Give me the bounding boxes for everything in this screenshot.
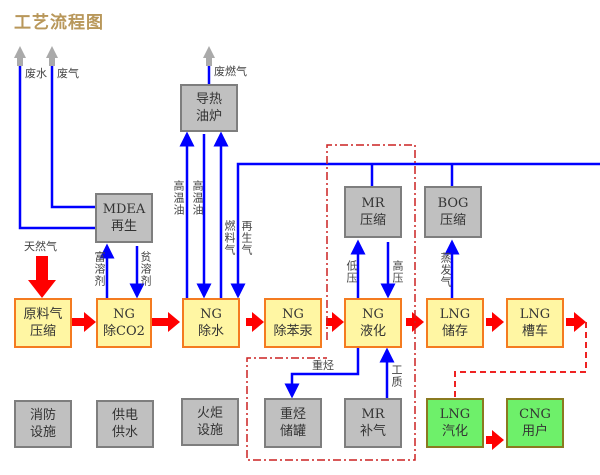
box-heat-oil-furnace[interactable]: 导热油炉 — [180, 84, 238, 132]
label-lean-solvent: 贫溶剂 — [139, 251, 152, 287]
main-flow-arrows — [28, 256, 586, 450]
exhaust-arrows — [14, 46, 215, 66]
box-heavy-hc-tank[interactable]: 重烃储罐 — [264, 398, 322, 448]
label-regen-gas: 再生气 — [240, 220, 253, 256]
box-flare[interactable]: 火炬设施 — [181, 398, 239, 446]
label-fuel-gas: 燃料气 — [223, 220, 236, 256]
label-waste-water: 废水 — [25, 67, 47, 80]
box-power-water[interactable]: 供电供水 — [96, 400, 154, 448]
label-hot-oil-2: 高温油 — [191, 180, 204, 216]
label-boil-off: 蒸发气 — [439, 252, 452, 288]
label-working-fluid: 工质 — [390, 364, 403, 388]
utility-lines — [18, 66, 600, 399]
label-hot-oil-1: 高温油 — [172, 180, 185, 216]
label-high-pressure: 高压 — [391, 260, 404, 284]
label-natural-gas: 天然气 — [24, 240, 57, 253]
box-fire-protection[interactable]: 消防设施 — [14, 400, 72, 448]
page-title: 工艺流程图 — [14, 13, 104, 33]
lng-transport-dashed — [454, 322, 587, 398]
label-waste-fuel-gas: 废燃气 — [214, 65, 247, 78]
label-waste-gas: 废气 — [57, 67, 79, 80]
label-rich-solvent: 富溶剂 — [93, 251, 106, 287]
label-heavy-hc: 重烃 — [312, 359, 334, 372]
box-feed-compress[interactable]: 原料气压缩 — [14, 298, 72, 348]
label-low-pressure: 低压 — [345, 260, 358, 284]
liquefaction-boundary — [246, 144, 416, 461]
